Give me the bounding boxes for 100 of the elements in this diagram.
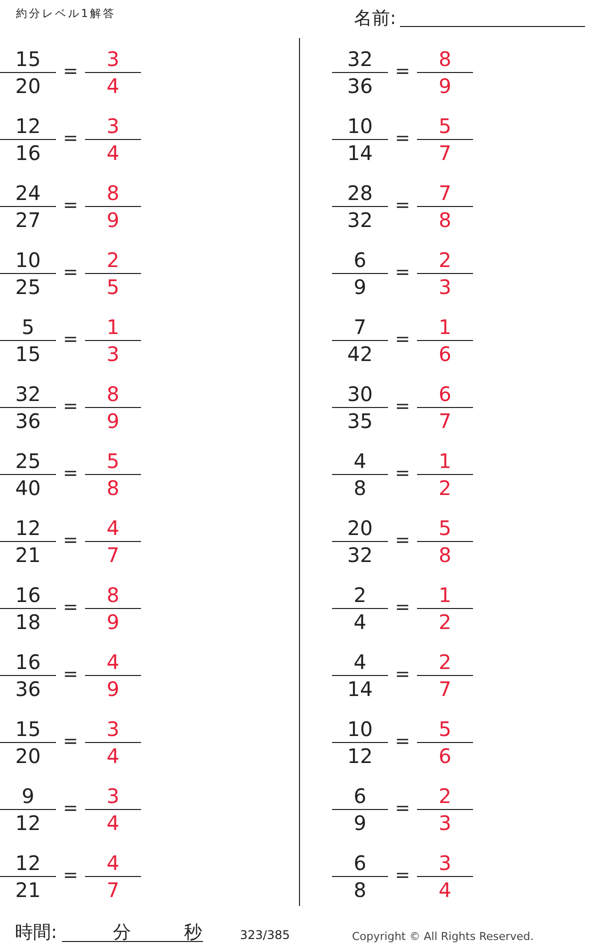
answer-numerator: 5 — [438, 115, 452, 137]
denominator: 18 — [14, 611, 42, 633]
equals-sign: = — [395, 397, 410, 417]
numerator: 12 — [14, 115, 42, 137]
answer-denominator: 7 — [438, 678, 452, 700]
minutes-unit: 分 — [113, 921, 131, 944]
denominator: 40 — [14, 477, 42, 499]
denominator: 32 — [346, 209, 374, 231]
equals-sign: = — [63, 129, 78, 149]
answer-denominator: 3 — [438, 276, 452, 298]
answer-numerator: 5 — [438, 718, 452, 740]
answer-numerator: 4 — [106, 651, 120, 673]
equals-sign: = — [395, 598, 410, 618]
answer-numerator: 4 — [106, 517, 120, 539]
answer-denominator: 5 — [106, 276, 120, 298]
equals-sign: = — [63, 62, 78, 82]
numerator: 10 — [14, 249, 42, 271]
numerator: 32 — [346, 48, 374, 70]
equals-sign: = — [395, 129, 410, 149]
answer-denominator: 7 — [106, 879, 120, 901]
numerator: 6 — [352, 852, 368, 874]
answer-denominator: 2 — [438, 611, 452, 633]
denominator: 25 — [14, 276, 42, 298]
numerator: 12 — [14, 852, 42, 874]
numerator: 6 — [352, 249, 368, 271]
answer-denominator: 7 — [438, 410, 452, 432]
answer-denominator: 9 — [106, 611, 120, 633]
denominator: 14 — [346, 142, 374, 164]
denominator: 21 — [14, 544, 42, 566]
answer-numerator: 3 — [106, 785, 120, 807]
denominator: 36 — [14, 678, 42, 700]
equals-sign: = — [63, 330, 78, 350]
answer-denominator: 8 — [438, 209, 452, 231]
answer-denominator: 9 — [106, 410, 120, 432]
answer-numerator: 8 — [438, 48, 452, 70]
denominator: 16 — [14, 142, 42, 164]
worksheet-title: 約分レベル1解答 — [16, 6, 116, 21]
numerator: 4 — [352, 450, 368, 472]
answer-numerator: 8 — [106, 182, 120, 204]
page-number: 323/385 — [240, 928, 290, 942]
equals-sign: = — [395, 732, 410, 752]
answer-numerator: 3 — [106, 718, 120, 740]
numerator: 32 — [14, 383, 42, 405]
numerator: 15 — [14, 718, 42, 740]
answer-numerator: 3 — [106, 115, 120, 137]
answer-numerator: 2 — [438, 651, 452, 673]
denominator: 36 — [14, 410, 42, 432]
numerator: 28 — [346, 182, 374, 204]
equals-sign: = — [63, 397, 78, 417]
equals-sign: = — [63, 732, 78, 752]
time-label: 時間: — [15, 921, 58, 944]
answer-denominator: 8 — [438, 544, 452, 566]
answer-numerator: 8 — [106, 584, 120, 606]
answer-denominator: 2 — [438, 477, 452, 499]
answer-denominator: 9 — [438, 75, 452, 97]
numerator: 25 — [14, 450, 42, 472]
answer-denominator: 3 — [438, 812, 452, 834]
numerator: 15 — [14, 48, 42, 70]
answer-numerator: 2 — [438, 785, 452, 807]
answer-numerator: 7 — [438, 182, 452, 204]
equals-sign: = — [395, 62, 410, 82]
numerator: 6 — [352, 785, 368, 807]
answer-denominator: 4 — [106, 142, 120, 164]
equals-sign: = — [395, 263, 410, 283]
equals-sign: = — [63, 598, 78, 618]
answer-denominator: 3 — [106, 343, 120, 365]
equals-sign: = — [395, 330, 410, 350]
equals-sign: = — [395, 665, 410, 685]
answer-denominator: 4 — [106, 745, 120, 767]
numerator: 4 — [352, 651, 368, 673]
answer-denominator: 4 — [106, 812, 120, 834]
answer-denominator: 6 — [438, 343, 452, 365]
answer-numerator: 8 — [106, 383, 120, 405]
answer-numerator: 2 — [106, 249, 120, 271]
denominator: 32 — [346, 544, 374, 566]
answer-denominator: 7 — [438, 142, 452, 164]
numerator: 30 — [346, 383, 374, 405]
answer-numerator: 3 — [438, 852, 452, 874]
numerator: 5 — [20, 316, 36, 338]
denominator: 14 — [346, 678, 374, 700]
denominator: 9 — [352, 812, 368, 834]
answer-numerator: 1 — [106, 316, 120, 338]
equals-sign: = — [63, 263, 78, 283]
answer-denominator: 9 — [106, 678, 120, 700]
denominator: 21 — [14, 879, 42, 901]
denominator: 42 — [346, 343, 374, 365]
answer-numerator: 2 — [438, 249, 452, 271]
denominator: 8 — [352, 477, 368, 499]
denominator: 20 — [14, 745, 42, 767]
denominator: 9 — [352, 276, 368, 298]
equals-sign: = — [63, 665, 78, 685]
answer-numerator: 4 — [106, 852, 120, 874]
numerator: 7 — [352, 316, 368, 338]
denominator: 12 — [346, 745, 374, 767]
equals-sign: = — [63, 866, 78, 886]
equals-sign: = — [395, 866, 410, 886]
answer-denominator: 8 — [106, 477, 120, 499]
answer-denominator: 4 — [438, 879, 452, 901]
name-label: 名前: — [354, 7, 396, 30]
numerator: 24 — [14, 182, 42, 204]
